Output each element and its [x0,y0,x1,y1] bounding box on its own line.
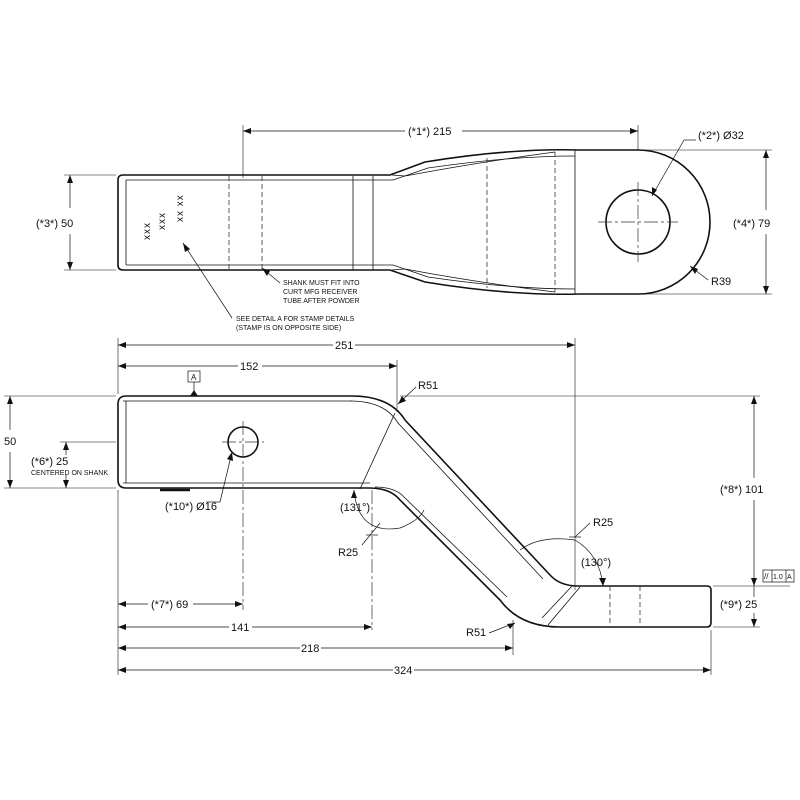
dim-69-arrow-right [235,601,243,607]
parallelism-tolerance-frame: // 1.0 A [762,569,795,583]
dim-r25-left-leader [361,522,381,546]
dim-end25-label: (*9*) 25 [720,599,757,611]
dim-141-arrow-right [364,624,372,630]
dim-69-arrow-left [118,601,126,607]
tol-datum: A [787,574,792,581]
dim-69-label: (*7*) 69 [151,599,188,611]
dim-152-arrow-right [389,363,397,369]
dim-r51-top-arrow [398,396,406,404]
dim-79-arrow-top [763,150,769,158]
shank-note-line-3: TUBE AFTER POWDER [283,298,360,305]
svg-text:xxx: xxx [157,212,168,230]
dim-shank-height-label: (*3*) 50 [36,218,73,230]
dim-r39-arrow [690,266,698,274]
dim-152-arrow-left [118,363,126,369]
dim-324-label: 324 [394,665,412,677]
dim-131-label: (131°) [340,502,370,514]
dim-324-arrow-left [118,667,126,673]
tol-value: 1.0 [773,574,783,581]
side-bend-line-3 [359,412,396,490]
shank-note-line-2: CURT MFG RECEIVER [283,289,357,296]
dim-251-arrow-left [118,342,126,348]
side-view: A 251 152 R51 50 (*6 [4,338,795,677]
top-view: xxx xxx xx xx (*1*) 215 (*2*) Ø32 (*3*) … [36,125,772,332]
dim-r25-right-leader [574,522,591,538]
dim-25c-label: (*6*) 25 [31,456,68,468]
note-centered-on-shank: CENTERED ON SHANK [31,470,108,477]
dim-324-arrow-right [703,667,711,673]
side-bend-line-2 [541,584,574,619]
dim-side-50-arrow-top [7,396,13,404]
shank-note-line-1: SHANK MUST FIT INTO [283,280,360,287]
dim-130-label: (130°) [581,557,611,569]
dim-side-50-arrow-bottom [7,480,13,488]
dim-218-arrow-right [505,645,513,651]
dim-141-arrow-left [118,624,126,630]
dim-131-arrow [351,490,357,498]
dim-r39-label: R39 [711,276,731,288]
top-view-inner-outline [126,155,576,290]
dim-101-arrow-bottom [751,578,757,586]
dim-r51-top-label: R51 [418,380,438,392]
top-view-outline [117,148,711,296]
side-view-inner-outline [125,400,544,598]
dim-215-arrow-right [630,128,638,134]
dim-79-arrow-bottom [763,286,769,294]
datum-a-label: A [191,373,197,382]
dim-end-height-label: (*4*) 79 [733,218,770,230]
stamp-note-line-2: (STAMP IS ON OPPOSITE SIDE) [236,325,341,332]
dim-130-arc [519,538,604,587]
side-bend-line [547,586,581,626]
top-taper-lower [391,268,556,293]
dim-101-label: (*8*) 101 [720,484,763,496]
stamp-note-line-1: SEE DETAIL A FOR STAMP DETAILS [236,316,355,323]
dim-r25-left-label: R25 [338,547,358,559]
svg-text:xx xx: xx xx [175,194,186,222]
dim-hole-label: (*2*) Ø32 [698,130,744,142]
svg-text:xxx: xxx [142,222,153,240]
dim-251-label: 251 [335,340,353,352]
dim-hole-arrow [652,187,657,196]
dim-251-arrow-right [567,342,575,348]
dim-50-arrow-top [67,175,73,183]
dim-130-arrow [599,578,606,586]
dim-end25-arrow-bottom [751,619,757,627]
dim-hole16-leader [219,451,233,503]
side-view-outline [117,395,712,628]
datum-a-triangle [190,390,198,396]
shank-note-arrow [262,268,270,276]
dim-25c-arrow-top [63,442,69,450]
stamp-mark: xxx xxx xx xx [142,194,186,240]
dim-152-label: 152 [240,361,258,373]
dim-50-arrow-bottom [67,262,73,270]
dim-25c-arrow-bottom [63,480,69,488]
dim-hole16-label: (*10*) Ø16 [165,501,217,513]
dim-hole16-arrow [227,452,233,461]
dim-218-arrow-left [118,645,126,651]
top-taper-upper [391,151,556,177]
dim-r51-bottom-arrow [507,623,515,629]
dim-215-arrow-left [243,128,251,134]
stamp-note-leader [182,242,233,319]
dim-131-arc [353,489,425,530]
dim-side-50-label: 50 [4,436,16,448]
dim-r25-right-label: R25 [593,517,613,529]
dim-r51-bottom-label: R51 [466,627,486,639]
dim-141-label: 141 [231,622,249,634]
stamp-note-arrow [183,243,190,252]
tol-symbol: // [764,572,769,581]
dim-hole-leader [651,139,685,197]
dim-101-arrow-top [751,396,757,404]
dim-215-label: (*1*) 215 [408,126,451,138]
dim-218-label: 218 [301,643,319,655]
